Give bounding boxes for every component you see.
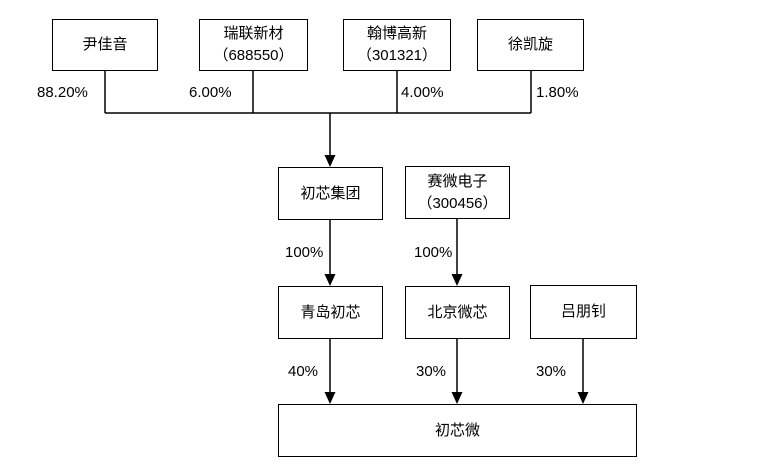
node-ruilian-xincai: 瑞联新材 （688550） (199, 19, 308, 71)
ownership-label-lv-to-chuxinwei: 30% (536, 363, 567, 380)
ownership-label-chuxin-to-qingdao: 100% (285, 244, 324, 261)
node-chuxin-group: 初芯集团 (278, 167, 383, 220)
node-hanbo-gaoxin: 翰博高新 （301321） (343, 19, 451, 71)
node-beijing-weixin: 北京微芯 (405, 286, 510, 339)
ownership-label-ruilian-xincai: 6.00% (189, 84, 232, 101)
node-chuxinwei: 初芯微 (278, 404, 637, 457)
top-bus-lines (104, 71, 532, 156)
node-qingdao-chuxin: 青岛初芯 (278, 286, 383, 339)
arrowheads (324, 155, 589, 404)
ownership-label-saiwei-to-beijing: 100% (414, 244, 453, 261)
ownership-edges (329, 219, 584, 393)
ownership-label-beijing-to-chuxinwei: 30% (416, 363, 447, 380)
node-yin-jiayin: 尹佳音 (52, 19, 158, 71)
ownership-label-yin-jiayin: 88.20% (37, 84, 88, 101)
ownership-label-qingdao-to-chuxinwei: 40% (288, 363, 319, 380)
ownership-label-hanbo-gaoxin: 4.00% (401, 84, 444, 101)
ownership-label-xu-kaixuan: 1.80% (536, 84, 579, 101)
node-lv-pengzhao: 吕朋钊 (530, 285, 637, 339)
node-saiwei-electronics: 赛微电子 （300456） (405, 166, 510, 219)
node-xu-kaixuan: 徐凯旋 (477, 19, 584, 71)
